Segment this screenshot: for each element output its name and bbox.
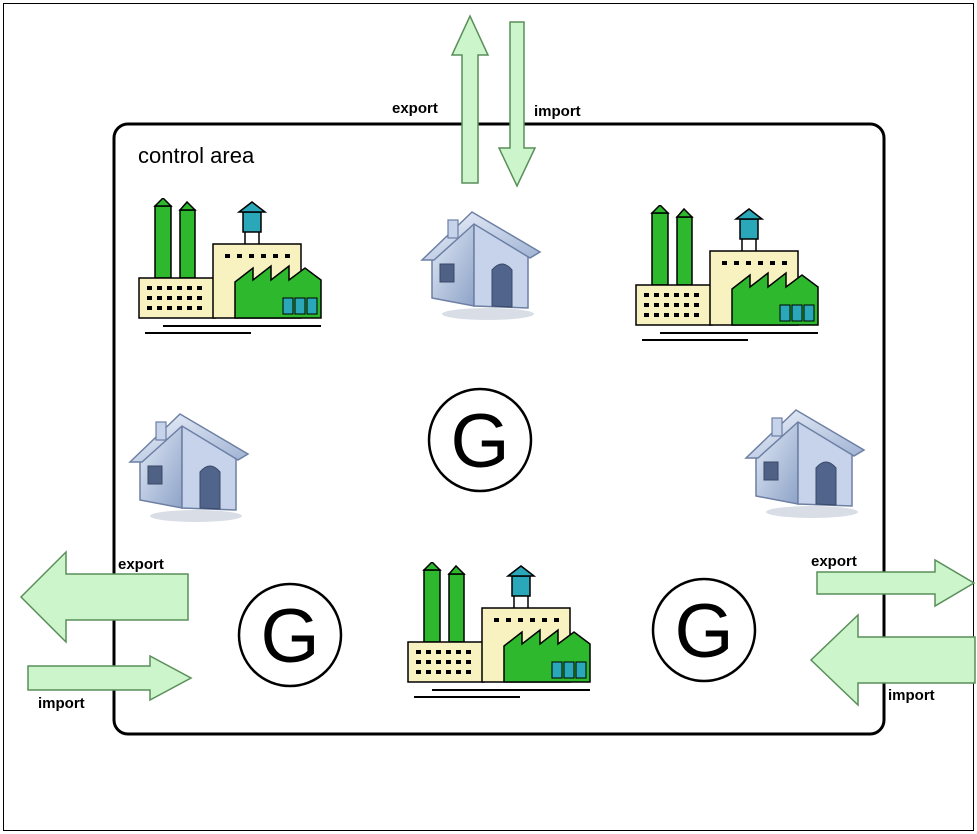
right-export-arrow bbox=[816, 558, 976, 608]
control-area-boundary bbox=[112, 122, 886, 736]
arrow-icon bbox=[450, 14, 537, 188]
factory-icon bbox=[635, 205, 819, 341]
generator-icon: G bbox=[427, 387, 533, 493]
left-export-arrow bbox=[19, 550, 189, 644]
house-icon bbox=[129, 413, 249, 523]
outer-frame bbox=[3, 3, 974, 831]
left-import-label: import bbox=[38, 695, 85, 712]
right-import-arrow bbox=[809, 613, 976, 707]
generator-letter: G bbox=[450, 399, 509, 484]
top-export-arrow bbox=[450, 14, 490, 184]
generator-letter: G bbox=[674, 589, 733, 674]
top-import-label: import bbox=[534, 103, 581, 120]
generator-letter: G bbox=[260, 594, 319, 679]
right-import-label: import bbox=[888, 687, 935, 704]
factory-icon bbox=[407, 562, 591, 698]
top-import-arrow bbox=[497, 21, 537, 188]
generator-icon: G bbox=[651, 577, 757, 683]
left-import-arrow bbox=[27, 654, 193, 702]
house-icon bbox=[745, 409, 865, 519]
top-export-label: export bbox=[392, 100, 438, 117]
house-icon bbox=[421, 211, 541, 321]
left-export-label: export bbox=[118, 556, 164, 573]
factory-icon bbox=[138, 198, 322, 334]
right-export-label: export bbox=[811, 553, 857, 570]
control-area-title: control area bbox=[138, 143, 255, 168]
generator-icon: G bbox=[237, 582, 343, 688]
